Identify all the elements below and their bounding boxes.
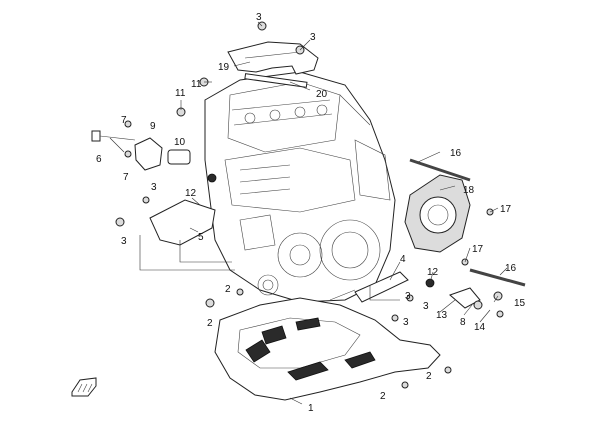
- long-bolt-upper: [409, 158, 471, 182]
- left-bracket: [149, 199, 216, 246]
- callout-19: 19: [218, 62, 230, 73]
- callout-5: 5: [198, 232, 204, 243]
- callout-12: 12: [427, 267, 439, 278]
- callout-4: 4: [400, 254, 406, 265]
- top-cover-plate: [227, 41, 319, 75]
- side-cover: [404, 174, 471, 253]
- callout-16: 16: [505, 263, 517, 274]
- callout-13: 13: [436, 310, 448, 321]
- callout-11: 11: [191, 79, 202, 90]
- callout-3: 3: [151, 182, 157, 193]
- callout-1: 1: [308, 403, 314, 414]
- callout-17: 17: [500, 204, 512, 215]
- callout-16: 16: [450, 148, 462, 159]
- callout-10: 10: [174, 137, 186, 148]
- callout-11: 11: [175, 88, 186, 99]
- gasket-strip: [244, 73, 308, 88]
- callout-labels: 1 2 2 2 2 3 3 3 3 3 3 3 4 5 6 7 7 8 9 10…: [96, 12, 526, 414]
- callout-3: 3: [121, 236, 127, 247]
- callout-3: 3: [403, 317, 409, 328]
- callout-7: 7: [123, 172, 129, 183]
- callout-2: 2: [426, 371, 432, 382]
- engine-assembly: [204, 71, 396, 303]
- skid-plate: [214, 297, 441, 401]
- callout-20: 20: [316, 89, 328, 100]
- callout-3: 3: [423, 301, 429, 312]
- front-arrow-icon: [71, 377, 97, 397]
- callout-14: 14: [474, 322, 486, 333]
- left-bolt: [91, 130, 136, 142]
- callout-18: 18: [463, 185, 475, 196]
- callout-7: 7: [121, 115, 127, 126]
- callout-9: 9: [150, 121, 156, 132]
- callout-8: 8: [460, 317, 466, 328]
- callout-2: 2: [380, 391, 386, 402]
- callout-17: 17: [472, 244, 484, 255]
- rear-bracket: [449, 287, 481, 309]
- callout-2: 2: [207, 318, 213, 329]
- callout-2: 2: [225, 284, 231, 295]
- callout-15: 15: [514, 298, 526, 309]
- callout-6: 6: [96, 154, 102, 165]
- callout-3: 3: [310, 32, 316, 43]
- callout-3: 3: [256, 12, 262, 23]
- callout-12: 12: [185, 188, 197, 199]
- callout-3: 3: [405, 291, 411, 302]
- mount-plate: [134, 137, 163, 171]
- front-bracket: [354, 271, 409, 303]
- leader-lines: [109, 21, 508, 405]
- sleeve: [167, 149, 191, 165]
- long-bolt-lower: [469, 268, 526, 287]
